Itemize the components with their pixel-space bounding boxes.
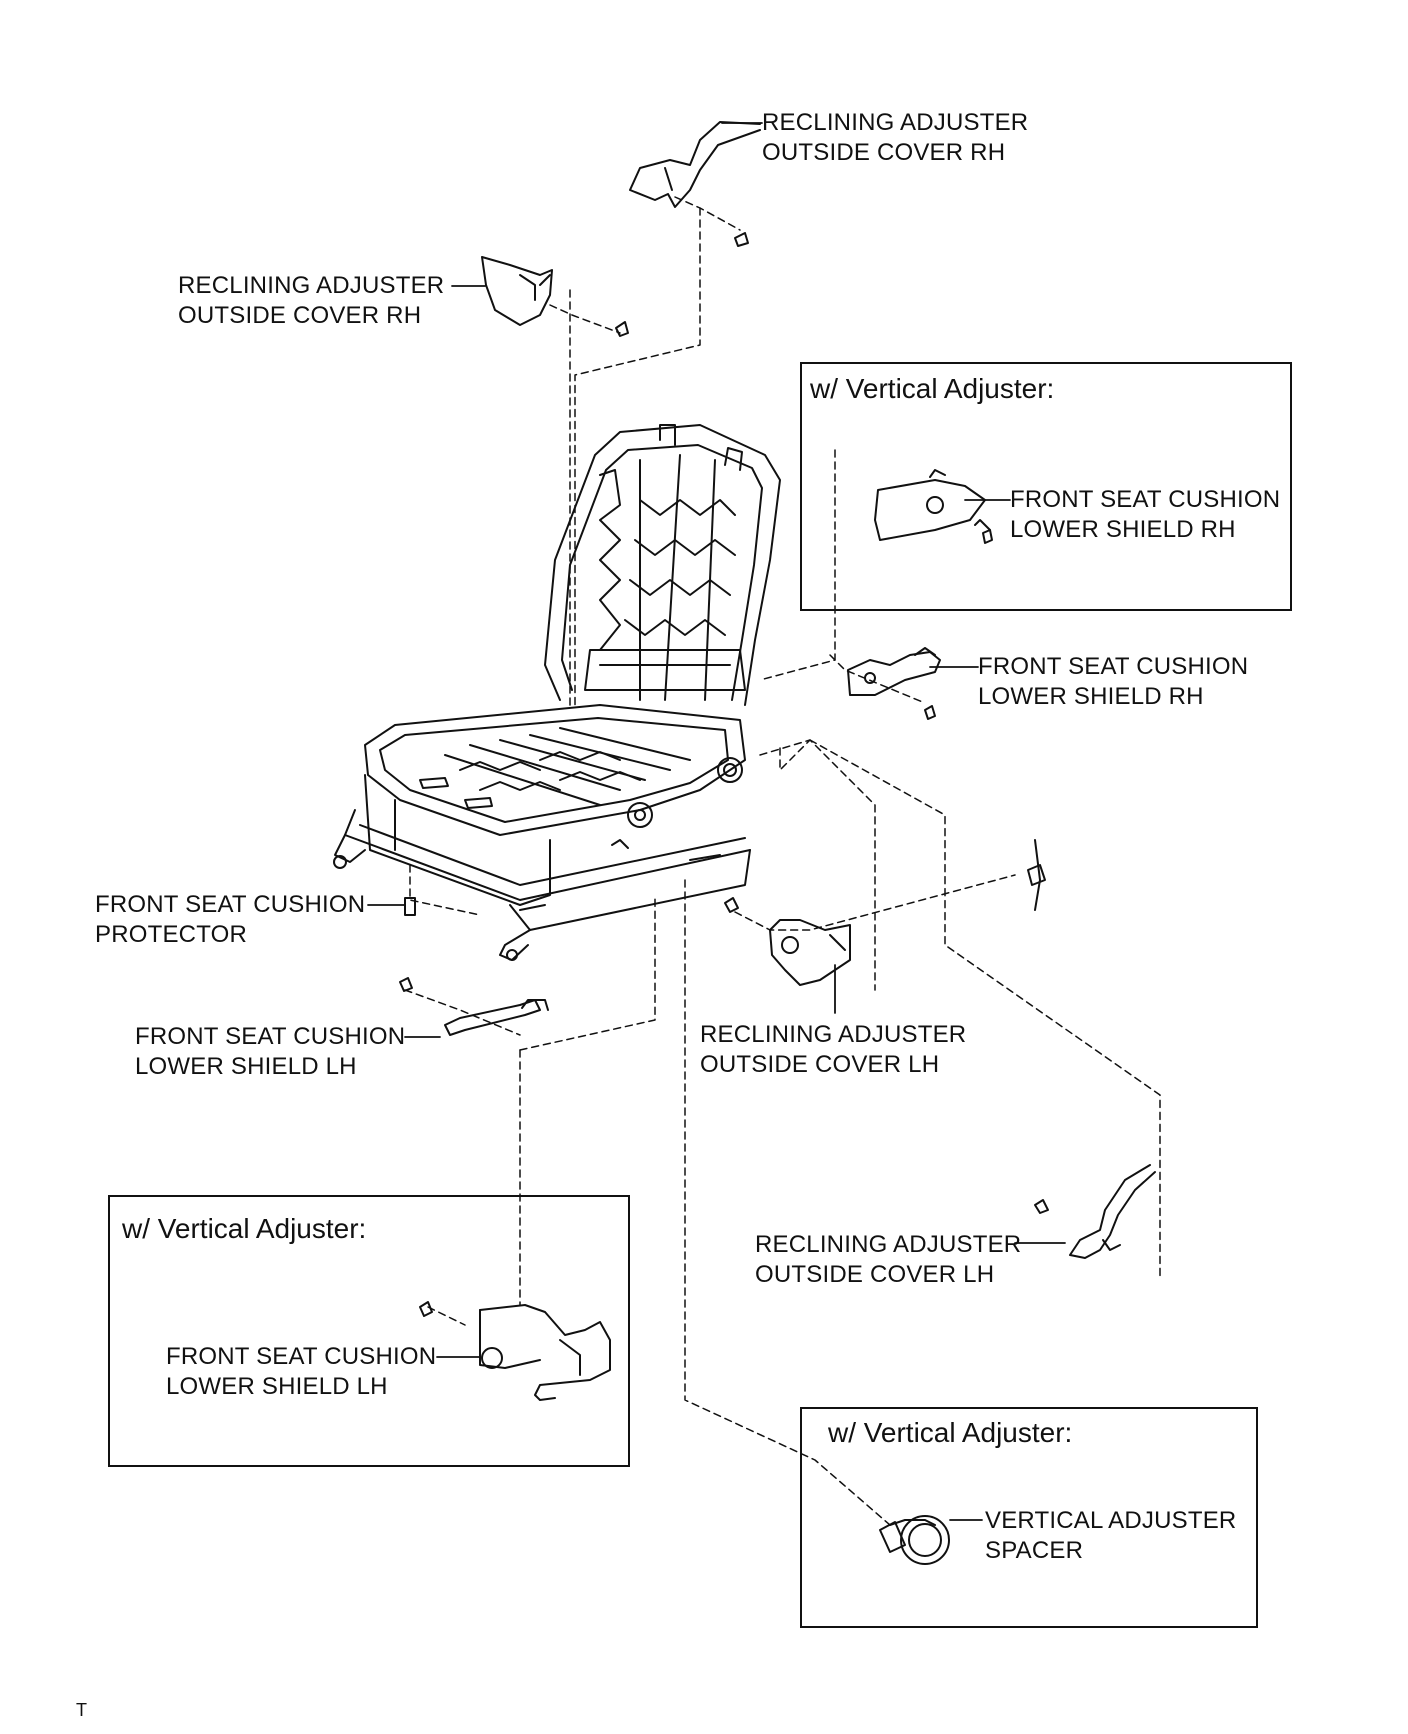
label-lower-shield-lh-box: FRONT SEAT CUSHION LOWER SHIELD LH — [166, 1343, 437, 1400]
label-reclining-cover-rh-left: RECLINING ADJUSTER OUTSIDE COVER RH — [178, 272, 445, 329]
label-reclining-cover-lh-center: RECLINING ADJUSTER OUTSIDE COVER LH — [700, 1021, 967, 1078]
lower-shield-lh-part — [399, 977, 549, 1036]
label-reclining-cover-lh-right: RECLINING ADJUSTER OUTSIDE COVER LH — [755, 1231, 1022, 1288]
vertical-adjuster-box-bottom-right — [800, 1407, 1258, 1628]
box-title-top-right: w/ Vertical Adjuster: — [810, 373, 1055, 404]
seat-back-frame — [544, 424, 781, 706]
reclining-cover-lh-center-part — [724, 897, 851, 986]
label-reclining-cover-rh-top: RECLINING ADJUSTER OUTSIDE COVER RH — [762, 109, 1029, 166]
assembly-guide-lines — [404, 196, 1161, 1526]
vertical-adjuster-spacer-part — [879, 1515, 950, 1565]
label-lower-shield-rh: FRONT SEAT CUSHION LOWER SHIELD RH — [978, 653, 1249, 710]
label-lower-shield-rh-box: FRONT SEAT CUSHION LOWER SHIELD RH — [1010, 486, 1281, 543]
reclining-cover-rh-left-part — [481, 256, 629, 337]
seat-rails — [333, 809, 751, 961]
cable-part — [1027, 839, 1046, 911]
lower-shield-rh-part — [847, 647, 941, 720]
vertical-adjuster-box-bottom-left — [108, 1195, 630, 1467]
box-title-bottom-right: w/ Vertical Adjuster: — [828, 1417, 1073, 1448]
protector-part — [404, 897, 416, 916]
vertical-adjuster-box-top-right — [800, 362, 1292, 611]
leader-lines — [367, 122, 1066, 1521]
reference-code: T — [76, 1700, 87, 1720]
seat-cushion-frame — [364, 704, 746, 906]
label-lower-shield-lh: FRONT SEAT CUSHION LOWER SHIELD LH — [135, 1023, 406, 1080]
reclining-cover-lh-right-part — [1034, 1164, 1156, 1259]
label-protector: FRONT SEAT CUSHION PROTECTOR — [95, 891, 366, 948]
label-vertical-adjuster-spacer: VERTICAL ADJUSTER SPACER — [985, 1507, 1237, 1564]
lower-shield-rh-box-part — [874, 469, 993, 544]
reclining-cover-rh-top-part — [629, 121, 761, 247]
box-title-bottom-left: w/ Vertical Adjuster: — [122, 1213, 367, 1244]
lower-shield-lh-box-part — [419, 1301, 611, 1401]
